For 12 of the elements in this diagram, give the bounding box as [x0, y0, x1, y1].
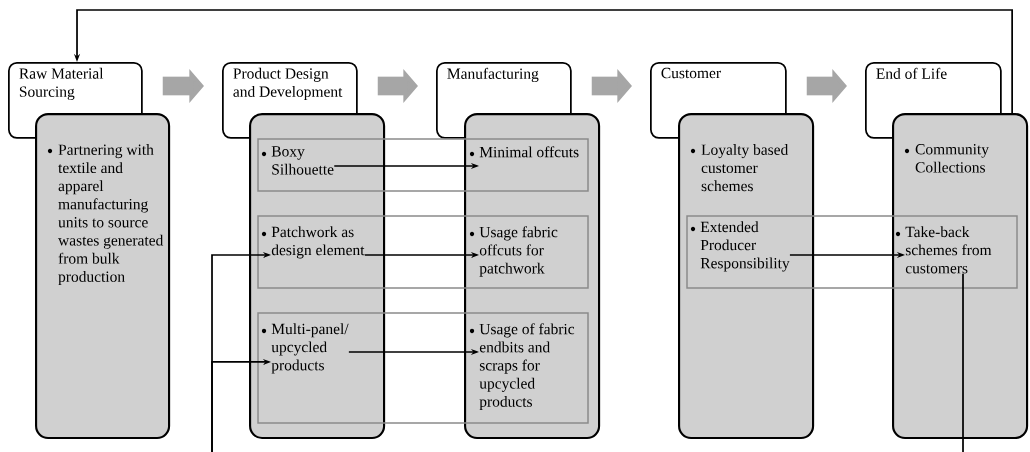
stage-panel: Partnering with textile and apparel manufacturing units to source wastes generated from bulk production [35, 113, 171, 440]
item-text: Multi-panel/ upcycled products [271, 323, 349, 374]
item-text: Boxy Silhouette [271, 146, 334, 175]
item-text: Take-back schemes from customers [905, 226, 992, 274]
item-text: Usage of fabric endbits and scraps for upcycled products [479, 323, 575, 410]
item-text: Extended Producer Responsibility [700, 221, 790, 272]
stage-panel [249, 113, 386, 440]
item-text: Patchwork as design element [271, 226, 365, 259]
connector-line [962, 272, 964, 452]
item-text: Minimal offcuts [479, 146, 579, 158]
stage-panel [464, 113, 601, 440]
item-text: Usage fabric offcuts for patchwork [479, 226, 558, 277]
